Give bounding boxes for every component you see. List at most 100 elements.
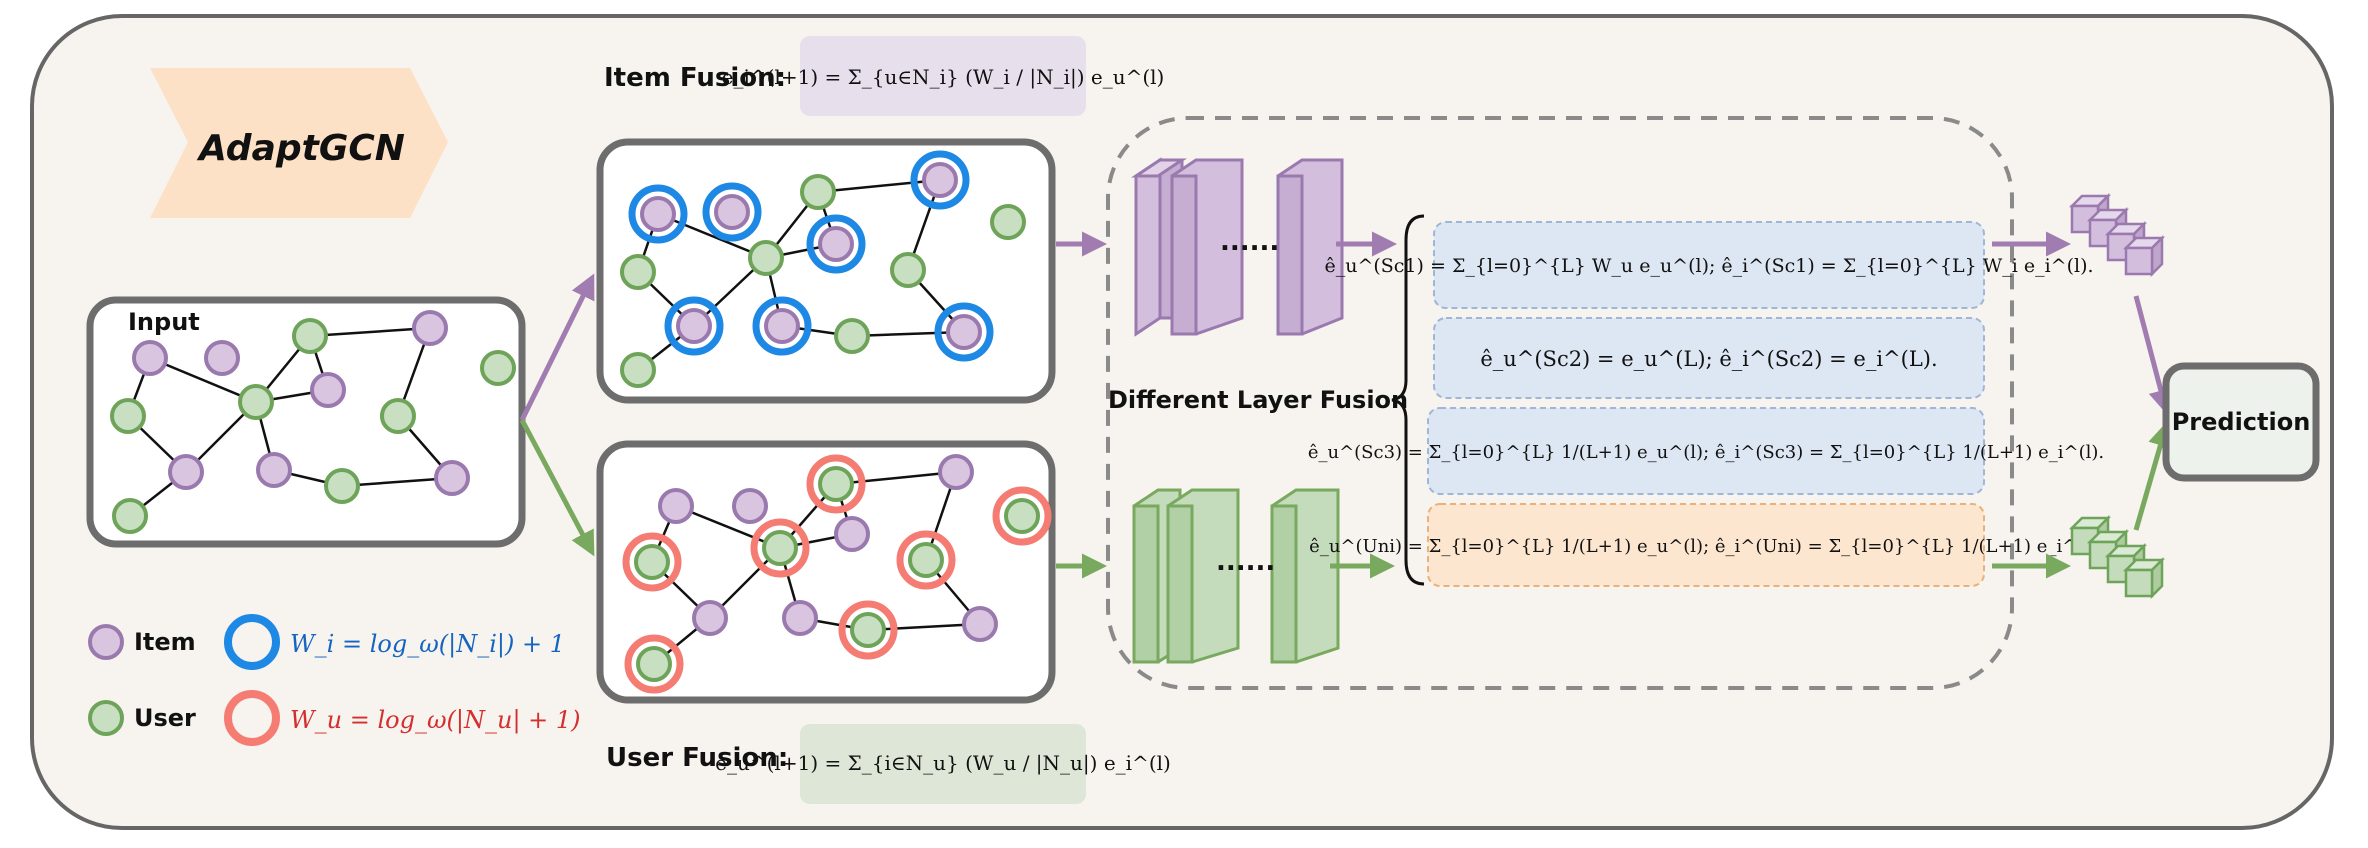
prediction-box [2162, 362, 2320, 482]
item-node [962, 606, 998, 642]
item-embedding [2068, 192, 2166, 278]
user-node [850, 612, 886, 648]
input-graph [110, 310, 516, 534]
weight-ring [806, 214, 866, 274]
user-embedding [2068, 514, 2166, 600]
user-fusion-label: User Fusion: [606, 743, 788, 773]
item-layer-stack [1131, 157, 1344, 337]
user-node [238, 384, 274, 420]
weight-ring [838, 600, 898, 660]
formula-sc2-box [1433, 317, 1985, 399]
legend-item-weight: W_i = log_ω(|N_i|) + 1 [290, 630, 565, 659]
weight-ring [934, 302, 994, 362]
weight-ring [622, 532, 682, 592]
formula-sc2: ê_u^(Sc2) = e_u^(L); ê_i^(Sc2) = e_i^(L)… [1480, 347, 1937, 371]
formula-uni: ê_u^(Uni) = Σ_{l=0}^{L} 1/(L+1) e_u^(l);… [1309, 536, 2103, 557]
graph-edge [309, 326, 431, 338]
weight-ring [750, 518, 810, 578]
item-node [168, 454, 204, 490]
weight-ring [896, 530, 956, 590]
item-node [310, 372, 346, 408]
legend-item-node [88, 624, 124, 660]
graph-edge [835, 470, 957, 486]
formula-sc1: ê_u^(Sc1) = Σ_{l=0}^{L} W_u e_u^(l); ê_i… [1324, 255, 2093, 277]
item-node [818, 226, 854, 262]
prediction-label: Prediction [2172, 408, 2311, 436]
user-layer-stack [1132, 488, 1340, 664]
user-graph [622, 454, 1052, 694]
item-node [782, 600, 818, 636]
embedding-cube-face [2124, 568, 2154, 598]
user-node [908, 542, 944, 578]
item-graph [620, 150, 1026, 388]
item-fusion-formula-box [800, 36, 1086, 116]
weight-ring [910, 150, 970, 210]
legend-user-node [88, 700, 124, 736]
title-text: AdaptGCN [196, 128, 405, 169]
weight-ring [628, 184, 688, 244]
legend-user-label: User [134, 704, 196, 732]
user-layer-dots: ...... [1216, 547, 1275, 577]
user-node [890, 252, 926, 288]
user-fusion-formula: e_u^(l+1) = Σ_{i∈N_u} (W_u / |N_u|) e_i^… [715, 751, 1171, 776]
item-node [640, 196, 676, 232]
weight-ring [752, 296, 812, 356]
item-node [764, 308, 800, 344]
user-node [110, 398, 146, 434]
formula-uni-box [1427, 503, 1985, 587]
user-graph-panel [596, 440, 1056, 704]
user-node [818, 466, 854, 502]
graph-edge [851, 330, 965, 338]
graph-edge [657, 212, 767, 260]
input-label: Input [128, 308, 200, 336]
fusion-brace [1391, 214, 1425, 586]
user-node [634, 544, 670, 580]
item-fusion-formula: e_i^(l+1) = Σ_{u∈N_i} (W_i / |N_i|) e_u^… [722, 65, 1165, 90]
weight-ring [624, 634, 684, 694]
embedding-cube-face [2124, 246, 2154, 276]
item-node [732, 488, 768, 524]
item-node [256, 452, 292, 488]
item-fusion-label: Item Fusion: [604, 63, 786, 93]
user-node [292, 318, 328, 354]
arrow-input-to-user [519, 418, 595, 557]
item-node [714, 194, 750, 230]
legend-item-ring [224, 614, 280, 670]
item-node [204, 340, 240, 376]
user-node [800, 174, 836, 210]
legend-item-label: Item [134, 628, 196, 656]
formula-sc1-box [1433, 221, 1985, 309]
graph-edge [817, 178, 941, 194]
legend-user-ring [224, 690, 280, 746]
user-node [620, 254, 656, 290]
layer-fusion-label: Different Layer Fusion [1108, 386, 1408, 414]
user-node [990, 204, 1026, 240]
user-node [1004, 498, 1040, 534]
weight-ring [664, 296, 724, 356]
user-node [620, 352, 656, 388]
graph-edge [675, 504, 781, 550]
graph-edge [867, 622, 981, 632]
user-node [324, 468, 360, 504]
item-node [692, 600, 728, 636]
user-node [636, 646, 672, 682]
arrow-user-to-prediction [2133, 421, 2173, 531]
user-fusion-formula-box [800, 724, 1086, 804]
user-node [112, 498, 148, 534]
title-chevron [150, 68, 448, 218]
user-node [762, 530, 798, 566]
item-node [922, 162, 958, 198]
user-node [380, 398, 416, 434]
item-node [834, 516, 870, 552]
arrow-item-to-prediction [2133, 295, 2173, 415]
item-node [946, 314, 982, 350]
weight-ring [992, 486, 1052, 546]
user-node [480, 350, 516, 386]
item-node [132, 340, 168, 376]
legend-user-weight: W_u = log_ω(|N_u| + 1) [290, 706, 581, 735]
formula-sc3: ê_u^(Sc3) = Σ_{l=0}^{L} 1/(L+1) e_u^(l);… [1308, 442, 2104, 463]
item-node [412, 310, 448, 346]
item-node [434, 460, 470, 496]
graph-edge [341, 476, 453, 488]
